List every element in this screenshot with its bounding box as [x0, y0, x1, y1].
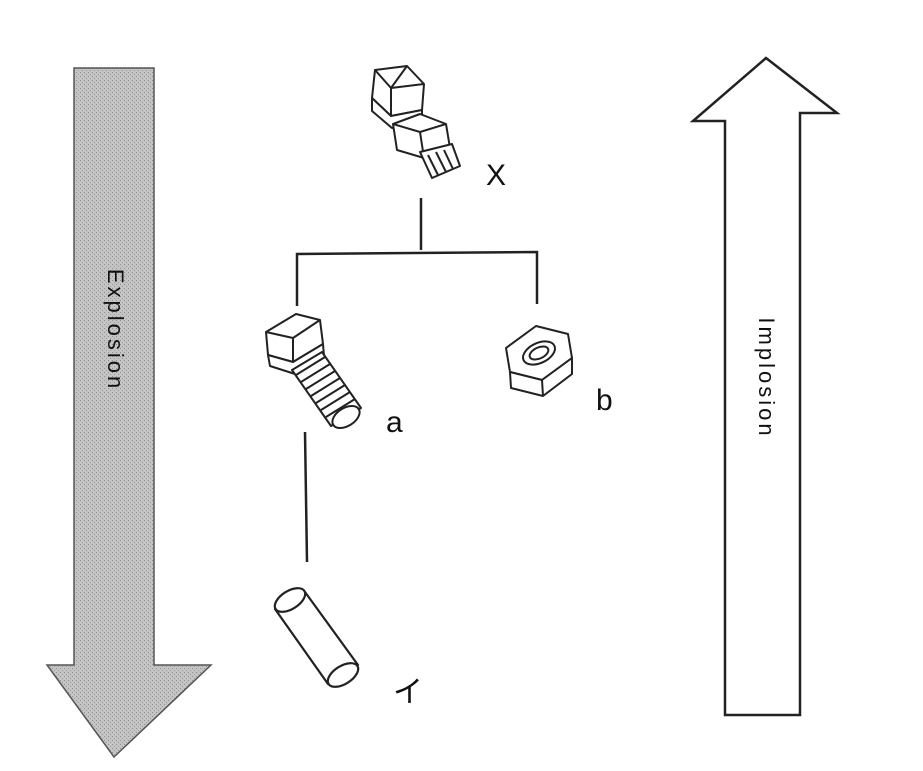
nut-icon — [505, 325, 573, 397]
bolt-label: a — [386, 406, 403, 439]
pin-icon — [273, 587, 360, 688]
nut-label: b — [596, 384, 613, 417]
pin-label: イ — [393, 676, 423, 709]
implosion-label: Implosion — [754, 317, 779, 438]
bolt-icon — [265, 313, 362, 430]
assembly-label: X — [486, 159, 506, 192]
bolt-nut-assembly-icon — [371, 65, 461, 179]
implosion-arrow: Implosion — [689, 56, 841, 717]
explosion-arrow: Explosion — [45, 67, 213, 759]
hierarchy-connectors — [295, 198, 539, 563]
explosion-label: Explosion — [103, 269, 128, 391]
